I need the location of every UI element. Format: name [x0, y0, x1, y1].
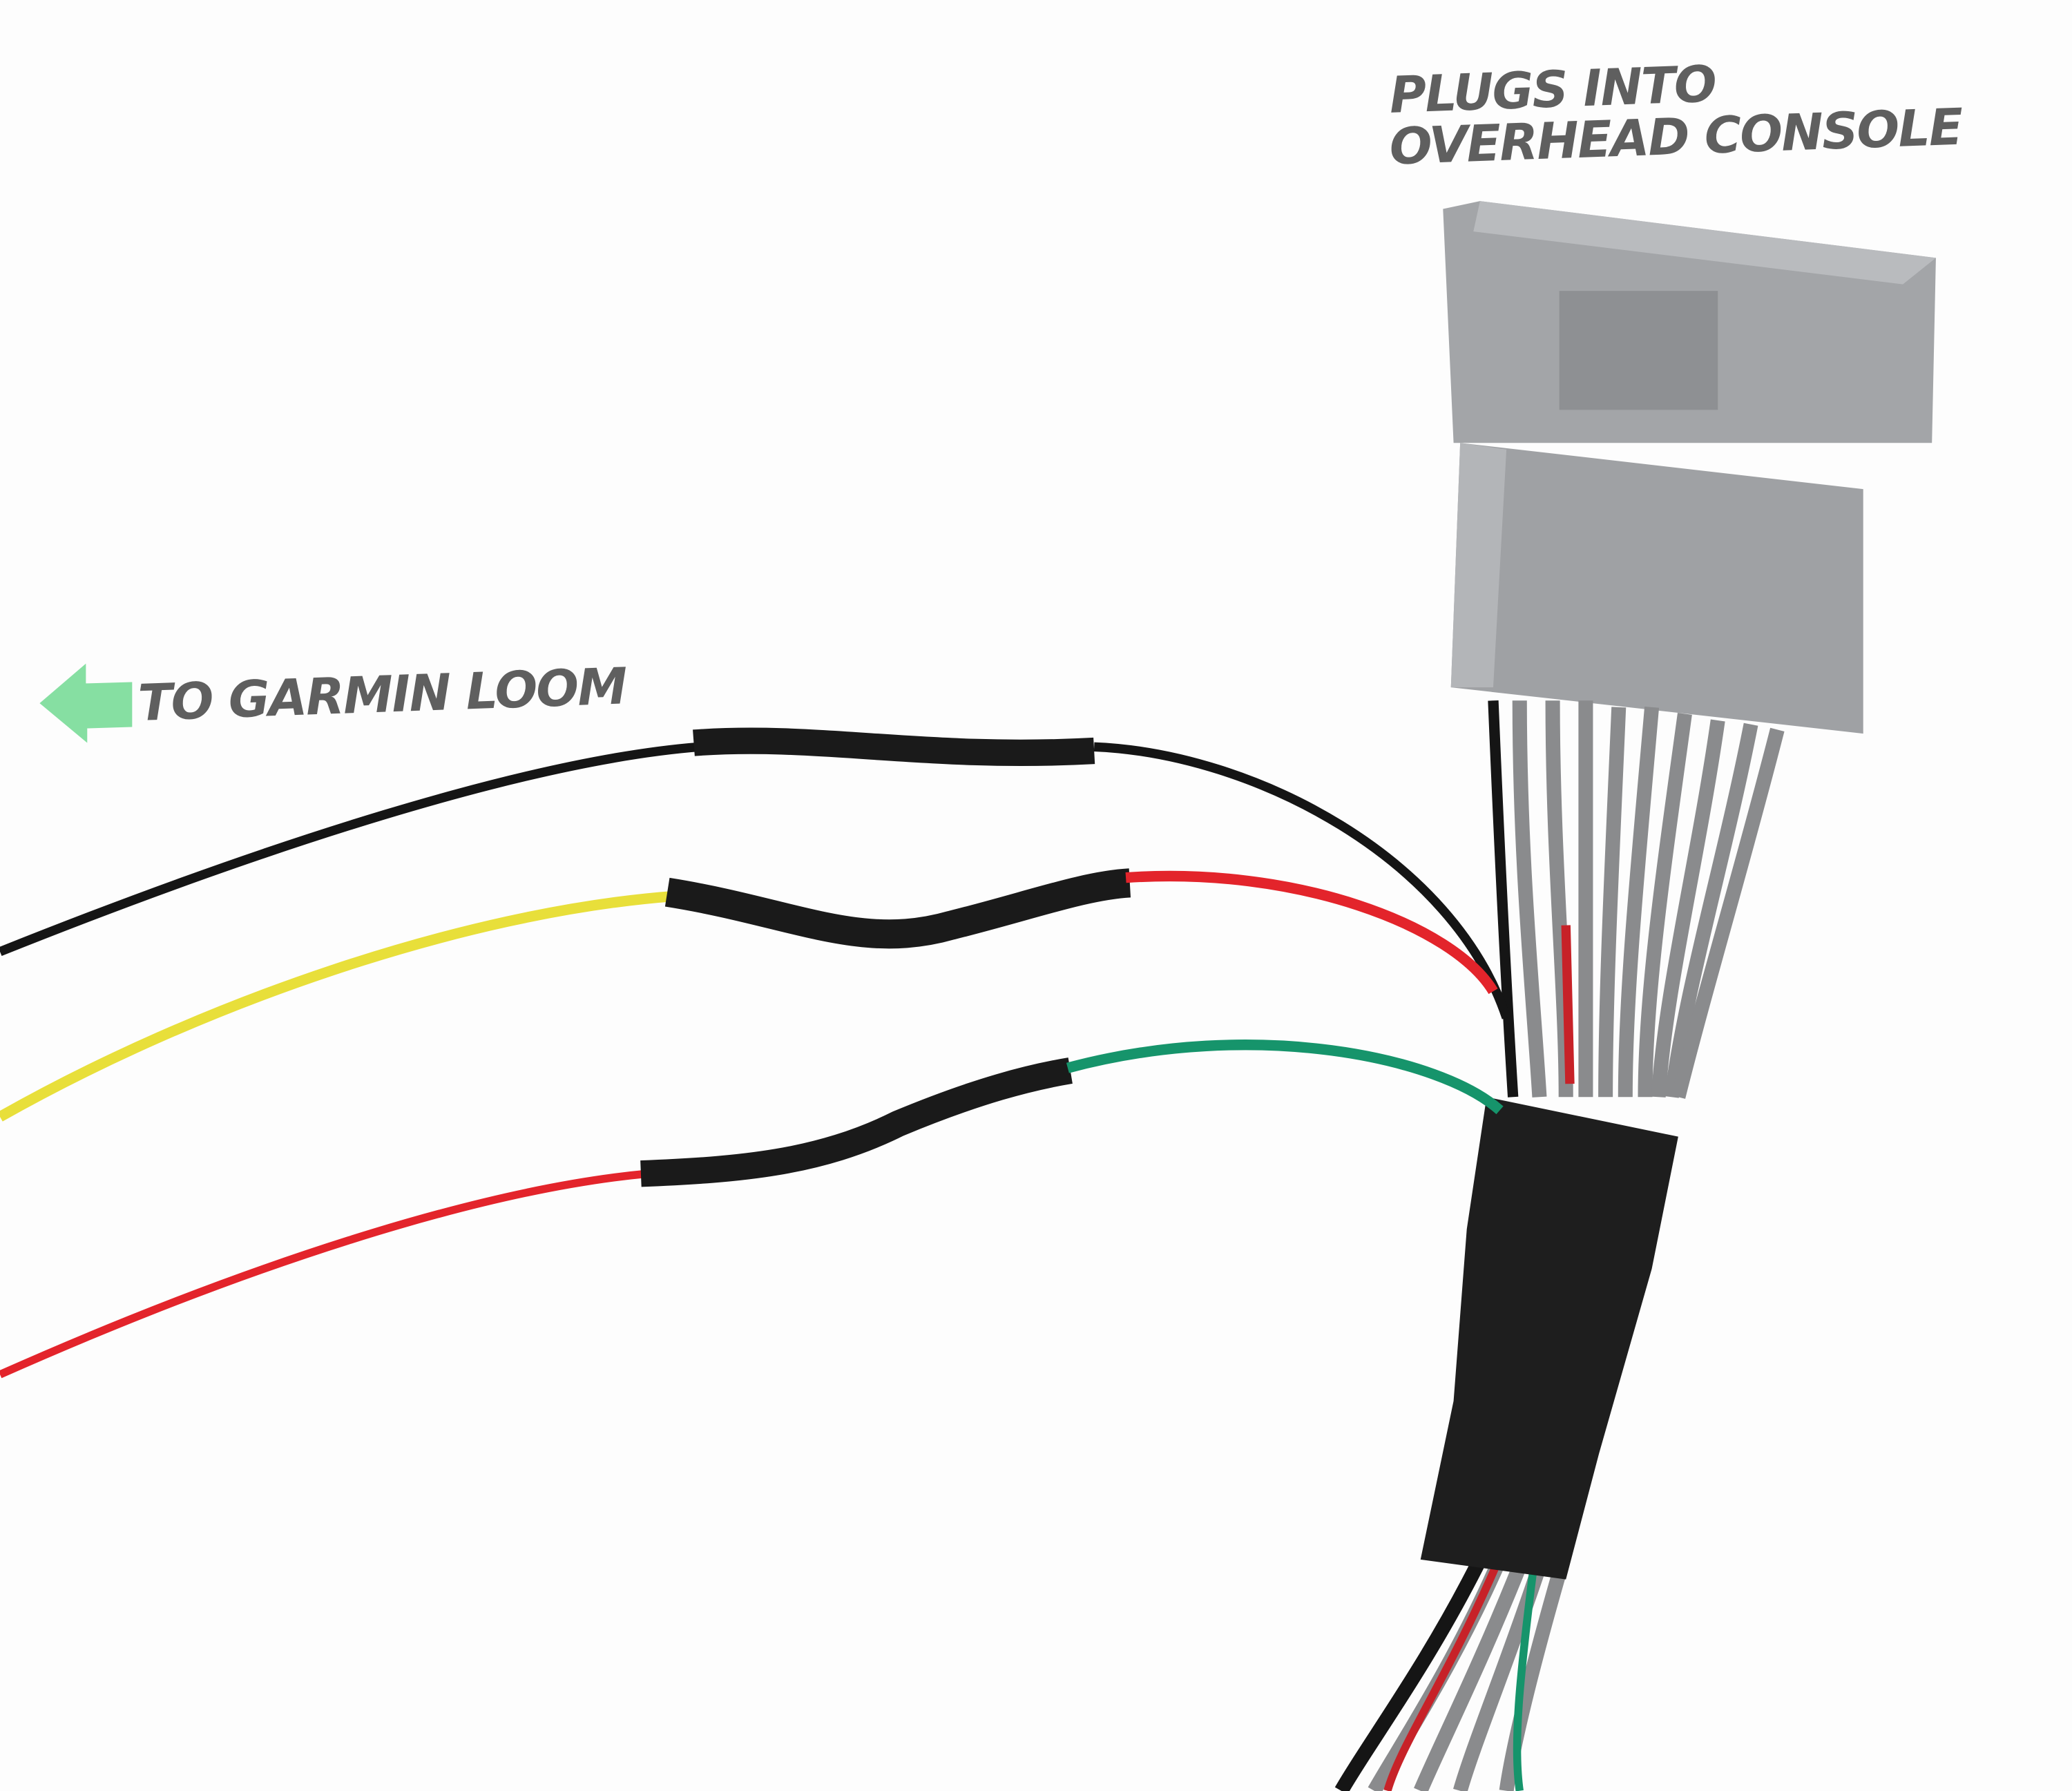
- wire-red-green: [0, 1040, 1504, 1379]
- wire-bundle: [1334, 700, 1785, 1791]
- electrical-tape: [1420, 1097, 1678, 1580]
- connector-plug: [1443, 201, 1936, 734]
- wire-black: [0, 727, 1511, 1019]
- wire-yellow-red: [0, 868, 1498, 1122]
- connector-label-line1: PLUGS INTO: [1388, 55, 1716, 124]
- arrow-left-icon: [39, 663, 133, 743]
- loom-label: TO GARMIN LOOM: [137, 658, 628, 733]
